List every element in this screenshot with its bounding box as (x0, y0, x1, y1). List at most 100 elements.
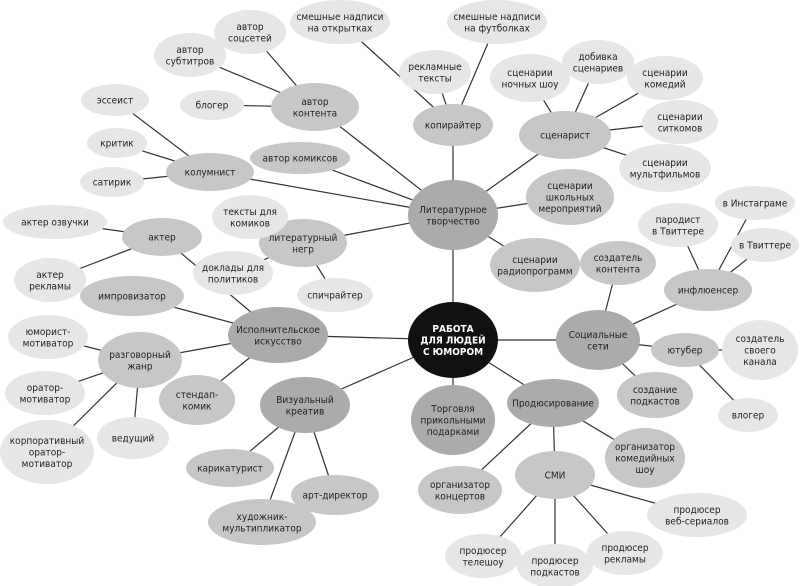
node-ellipse (408, 180, 498, 250)
node-smi: СМИ (515, 451, 595, 499)
node-blog: блогер (180, 90, 244, 120)
node-ellipse (408, 302, 498, 378)
node-host: ведущий (97, 417, 169, 459)
node-label: художник-мультипликатор (222, 512, 301, 535)
node-ellipse (80, 167, 144, 197)
node-ellipse (122, 218, 202, 256)
node-ellipse (3, 205, 107, 239)
node-label: актер озвучки (21, 218, 89, 229)
node-insta: в Инстаграме (715, 186, 795, 220)
node-improv: импровизатор (80, 276, 184, 316)
node-ellipse (515, 451, 595, 499)
node-ellipse (556, 310, 640, 370)
node-satir: сатирик (80, 167, 144, 197)
node-humot: юморист-мотиватор (8, 315, 88, 359)
node-ellipse (14, 258, 86, 302)
node-ellipse (490, 238, 580, 292)
node-label: автор комиксов (263, 154, 338, 165)
node-ormot: оратор-мотиватор (5, 371, 85, 415)
node-ellipse (411, 385, 495, 455)
node-label: в Инстаграме (723, 199, 788, 210)
node-label: Продюсирование (512, 399, 594, 410)
node-ellipse (297, 278, 373, 312)
node-ellipse (517, 544, 593, 586)
node-ellipse (0, 420, 94, 484)
node-ellipse (519, 111, 611, 159)
node-label: инфлюенсер (678, 286, 739, 297)
node-ellipse (166, 153, 254, 191)
node-actor: актер (122, 218, 202, 256)
node-ellipse (260, 377, 350, 433)
node-artdir: арт-директор (291, 475, 379, 515)
node-ellipse (722, 320, 798, 380)
node-label: актер (148, 233, 176, 244)
node-label: арт-директор (303, 491, 368, 502)
node-ellipse (526, 169, 614, 225)
node-ellipse (208, 499, 316, 545)
node-label: в Твиттере (739, 241, 792, 252)
node-ellipse (617, 372, 693, 418)
node-label: импровизатор (98, 292, 166, 303)
node-ellipse (8, 315, 88, 359)
node-ellipse (507, 379, 599, 427)
node-ellipse (642, 100, 718, 144)
node-label: сценарист (540, 131, 590, 142)
node-standup: стендап-комик (159, 375, 235, 425)
node-ellipse (81, 84, 149, 116)
node-ellipse (587, 531, 663, 575)
node-ellipse (718, 398, 778, 432)
node-label: блогер (196, 100, 229, 112)
node-label: критик (100, 139, 134, 150)
node-ellipse (186, 449, 274, 487)
node-ellipse (445, 534, 521, 578)
node-label: копирайтер (425, 121, 482, 132)
node-label: сатирик (93, 178, 132, 189)
node-ellipse (638, 203, 718, 247)
node-ellipse (159, 375, 235, 425)
node-ellipse (664, 269, 752, 311)
node-comics: автор комиксов (250, 142, 350, 174)
node-ellipse (291, 475, 379, 515)
node-ellipse (447, 0, 547, 44)
node-ellipse (605, 428, 685, 488)
node-ellipse (271, 83, 359, 131)
node-ellipse (731, 228, 799, 262)
node-ellipse (180, 90, 244, 120)
node-ellipse (228, 307, 328, 363)
node-ellipse (5, 371, 85, 415)
